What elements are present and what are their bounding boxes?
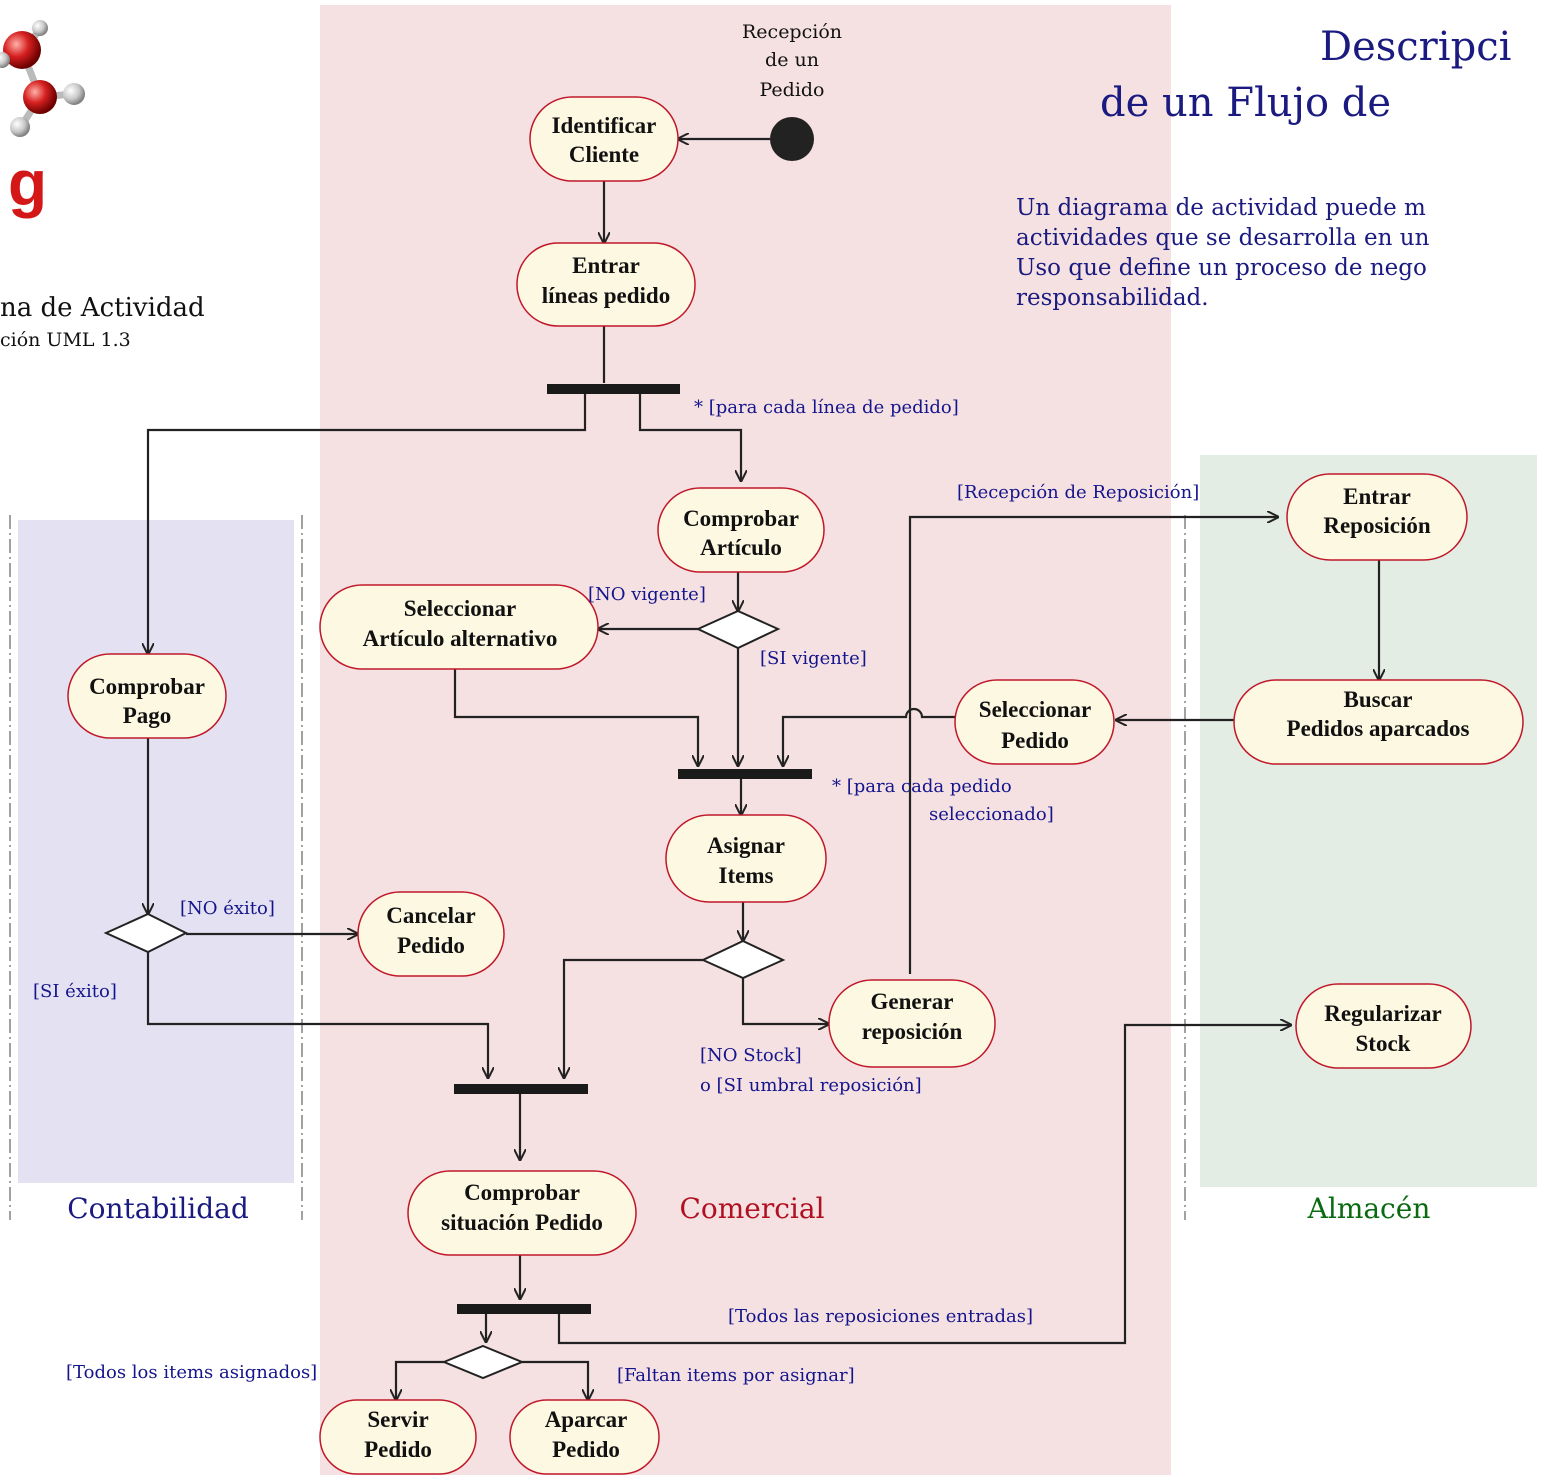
activity-label: Servir: [367, 1407, 428, 1432]
molecule-logo-icon: g: [0, 20, 85, 219]
fork-bar: [457, 1304, 591, 1314]
swimlane-label-contabilidad: Contabilidad: [67, 1192, 249, 1225]
activity-label: Pedidos aparcados: [1287, 716, 1470, 741]
activity-label: Seleccionar: [404, 596, 516, 621]
activity-regularizar-stock: Regularizar Stock: [1295, 983, 1472, 1069]
logo-letter: g: [8, 147, 47, 219]
activity-label: Pedido: [364, 1437, 432, 1462]
activity-label: Seleccionar: [979, 697, 1091, 722]
start-label: de un: [765, 49, 819, 71]
swimlane-label-almacen: Almacén: [1307, 1192, 1431, 1225]
guard-label: [NO vigente]: [588, 584, 706, 605]
start-label: Recepción: [742, 21, 842, 43]
activity-servir-pedido: Servir Pedido: [319, 1399, 477, 1475]
description-line: Un diagrama de actividad puede m: [1016, 195, 1426, 221]
activity-label: Entrar: [572, 253, 640, 278]
guard-label: o [SI umbral reposición]: [700, 1075, 922, 1096]
guard-label: * [para cada línea de pedido]: [694, 397, 959, 418]
description-line: responsabilidad.: [1016, 285, 1209, 311]
decision-stock: [700, 939, 786, 980]
activity-comprobar-situacion: Comprobar situación Pedido: [407, 1170, 637, 1256]
initial-node: [770, 117, 814, 161]
activity-label: Aparcar: [545, 1407, 628, 1432]
activity-label: Regularizar: [1324, 1001, 1442, 1026]
diagram-caption: na de Actividad: [0, 293, 205, 323]
activity-identificar-cliente: Identificar Cliente: [529, 96, 679, 182]
guard-label: [Recepción de Reposición]: [957, 482, 1199, 503]
start-label: Pedido: [759, 79, 824, 101]
page-title-line-1: Descripci: [1320, 24, 1511, 70]
activity-seleccionar-alternativo: Seleccionar Artículo alternativo: [319, 584, 599, 670]
guard-label: [SI éxito]: [33, 981, 117, 1002]
guard-label: seleccionado]: [929, 804, 1054, 825]
page-title-line-2: de un Flujo de: [1100, 80, 1391, 126]
description-line: Uso que define un proceso de nego: [1016, 255, 1427, 281]
guard-label: [NO éxito]: [180, 898, 275, 919]
swimlane-label-comercial: Comercial: [679, 1192, 824, 1225]
activity-label: Buscar: [1344, 687, 1413, 712]
activity-label: Stock: [1356, 1031, 1411, 1056]
description-line: actividades que se desarrolla en un: [1016, 225, 1430, 251]
activity-label: situación Pedido: [441, 1210, 603, 1235]
guard-label: [NO Stock]: [700, 1045, 802, 1066]
activity-label: reposición: [862, 1019, 963, 1044]
activity-label: Artículo: [700, 535, 782, 560]
activity-label: Identificar: [552, 113, 657, 138]
activity-aparcar-pedido: Aparcar Pedido: [509, 1399, 660, 1475]
activity-label: Comprobar: [683, 506, 799, 531]
activity-comprobar-pago: Comprobar Pago: [67, 653, 227, 739]
activity-label: Cliente: [569, 142, 639, 167]
activity-comprobar-articulo: Comprobar Artículo: [657, 487, 825, 573]
activity-entrar-reposicion: Entrar Reposición: [1286, 473, 1468, 561]
decision-pago: [103, 912, 189, 954]
guard-label: [Todos los items asignados]: [66, 1362, 317, 1383]
activity-label: Pago: [123, 703, 172, 728]
activity-label: Comprobar: [89, 674, 205, 699]
activity-label: Pedido: [552, 1437, 620, 1462]
decision-articulo: [695, 609, 781, 650]
activity-seleccionar-pedido: Seleccionar Pedido: [954, 679, 1115, 765]
activity-buscar-pedidos: Buscar Pedidos aparcados: [1233, 679, 1524, 765]
join-bar: [678, 769, 812, 779]
guard-label: [Todos las reposiciones entradas]: [728, 1306, 1033, 1327]
activity-generar-reposicion: Generar reposición: [828, 979, 996, 1068]
activity-label: Cancelar: [386, 903, 475, 928]
guard-label: * [para cada pedido: [832, 776, 1012, 797]
swimlane-almacen: [1200, 455, 1537, 1187]
activity-label: Asignar: [707, 833, 785, 858]
swimlane-contabilidad: [18, 520, 294, 1183]
guard-label: [Faltan items por asignar]: [617, 1365, 855, 1386]
activity-label: Items: [719, 863, 774, 888]
diagram-subcaption: ción UML 1.3: [0, 329, 131, 351]
join-bar: [454, 1084, 588, 1094]
activity-label: Comprobar: [464, 1180, 580, 1205]
guard-label: [SI vigente]: [760, 648, 867, 669]
activity-label: Pedido: [397, 933, 465, 958]
activity-entrar-lineas: Entrar líneas pedido: [516, 242, 696, 327]
decision-items: [441, 1344, 525, 1380]
activity-label: Pedido: [1001, 728, 1069, 753]
activity-label: Entrar: [1343, 484, 1411, 509]
fork-bar: [547, 384, 680, 394]
flow-edges: [148, 139, 1379, 1400]
activity-asignar-items: Asignar Items: [665, 814, 827, 903]
activity-label: Reposición: [1323, 513, 1431, 538]
activity-label: líneas pedido: [542, 283, 670, 308]
activity-label: Artículo alternativo: [363, 626, 558, 651]
activity-cancelar-pedido: Cancelar Pedido: [357, 891, 505, 977]
activity-label: Generar: [870, 989, 953, 1014]
